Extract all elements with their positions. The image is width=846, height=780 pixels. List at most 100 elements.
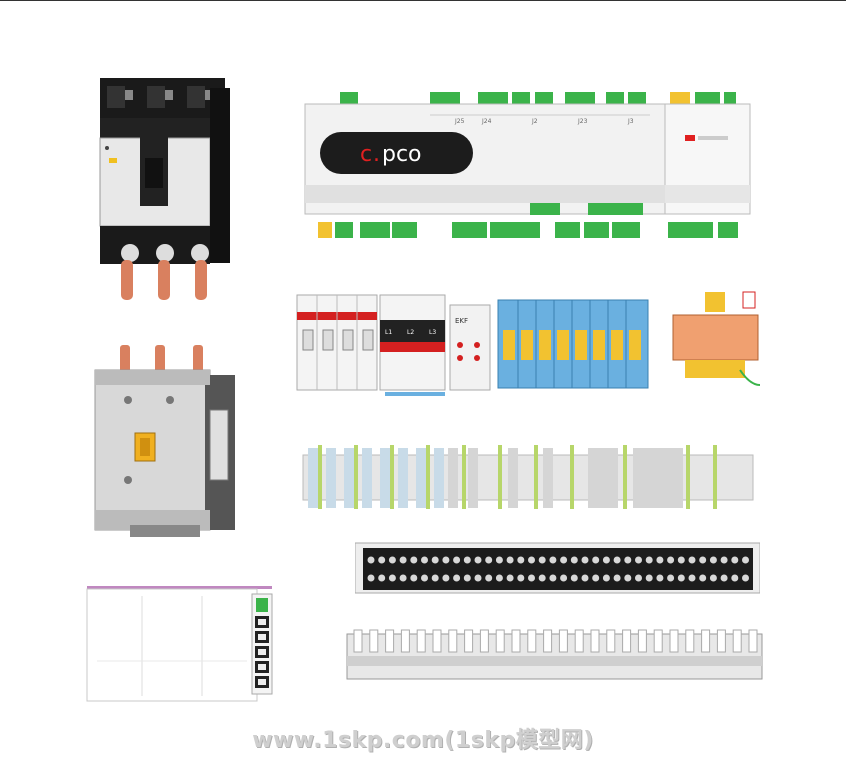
din-rail-modules-image: L1 L2 L3 EKF [295,290,765,400]
surge-label-l3: L3 [429,329,436,336]
duct-slot [732,629,742,653]
terminal-screw [667,574,675,582]
terminal-screw [474,574,482,582]
surge-label-l2: L2 [407,329,414,336]
terminal-screw [453,556,461,564]
terminal-screw [592,574,600,582]
terminal-screw [581,574,589,582]
terminal-screw [699,556,707,564]
logo-c: c [360,142,372,167]
terminal-screw [602,556,610,564]
terminal-screw [367,574,375,582]
duct-slot [511,629,521,653]
terminal-screw [720,556,728,564]
duct-slot [385,629,395,653]
controller-label-j3: J3 [627,118,634,125]
duct-slot [464,629,474,653]
duct-slot [653,629,663,653]
watermark-text: www.1skp.com(1skp模型网) [252,728,594,753]
terminal-screw [367,556,375,564]
terminal-screw [506,574,514,582]
terminal-screw [592,556,600,564]
terminal-screw [528,574,535,582]
terminal-screw [431,556,439,564]
duct-slot [416,629,426,653]
terminal-screw [442,574,450,582]
circuit-breaker-image [95,78,235,303]
duct-slot [716,629,726,653]
terminal-screw [388,556,396,564]
terminal-screw [720,574,728,582]
terminal-screw [399,556,407,564]
terminal-screw [570,574,578,582]
terminal-screw [399,574,407,582]
terminal-screw [731,574,739,582]
terminal-screw [495,556,503,564]
duct-slot [748,629,758,653]
controller-label-j25: J25 [454,118,465,125]
logo-dot: . [373,142,380,167]
terminal-screw [570,556,578,564]
top-border [0,0,846,1]
terminal-screw [677,556,685,564]
terminal-screw [560,556,568,564]
terminal-screw [549,574,557,582]
duct-slot [400,629,410,653]
terminal-screw [656,574,664,582]
duct-slot [685,629,695,653]
terminal-screw [645,556,653,564]
duct-slot [479,629,489,653]
duct-slot [606,629,616,653]
terminal-screw [549,556,557,564]
terminal-screw [421,574,428,582]
terminal-screw [602,574,610,582]
terminal-screw [613,556,621,564]
terminal-screw [410,574,418,582]
terminal-screw [538,556,546,564]
terminal-screw [517,556,525,564]
cable-duct-image [342,626,767,686]
terminal-screw [677,574,685,582]
terminal-screw [538,574,546,582]
surge-label-l1: L1 [385,329,392,336]
controller-label-j24: J24 [481,118,492,125]
terminal-screw [581,556,589,564]
duct-slot [590,629,600,653]
terminal-screw [463,556,471,564]
terminal-screw [495,574,503,582]
duct-slot [574,629,584,653]
terminal-screw [742,574,749,582]
terminal-screw [635,556,642,564]
terminal-screw [688,574,696,582]
terminal-screw [506,556,514,564]
duct-slot [701,629,711,653]
terminal-screw [431,574,439,582]
duct-slot [622,629,632,653]
ekf-label: EKF [455,317,468,325]
terminal-screw [635,574,642,582]
terminal-screw [421,556,428,564]
duct-slot [432,629,442,653]
terminal-block-rail-image [298,440,758,512]
duct-slot [353,629,363,653]
terminal-screw [485,556,493,564]
terminal-screw [517,574,525,582]
terminal-screw [624,556,632,564]
terminal-screw [613,574,621,582]
duct-slot [637,629,647,653]
terminal-screw [709,574,717,582]
terminal-screw [463,574,471,582]
terminal-screw [474,556,482,564]
controller-label-j23: J23 [577,118,588,125]
terminal-screw [699,574,707,582]
terminal-screw [453,574,461,582]
terminal-screw [624,574,632,582]
terminal-screw [485,574,493,582]
terminal-screw [442,556,450,564]
duct-slot [495,629,505,653]
controller-label-j2: J2 [531,118,538,125]
duct-slot [558,629,568,653]
duct-slot [543,629,553,653]
power-supply-image [82,586,277,704]
terminal-strip-image [355,540,760,598]
